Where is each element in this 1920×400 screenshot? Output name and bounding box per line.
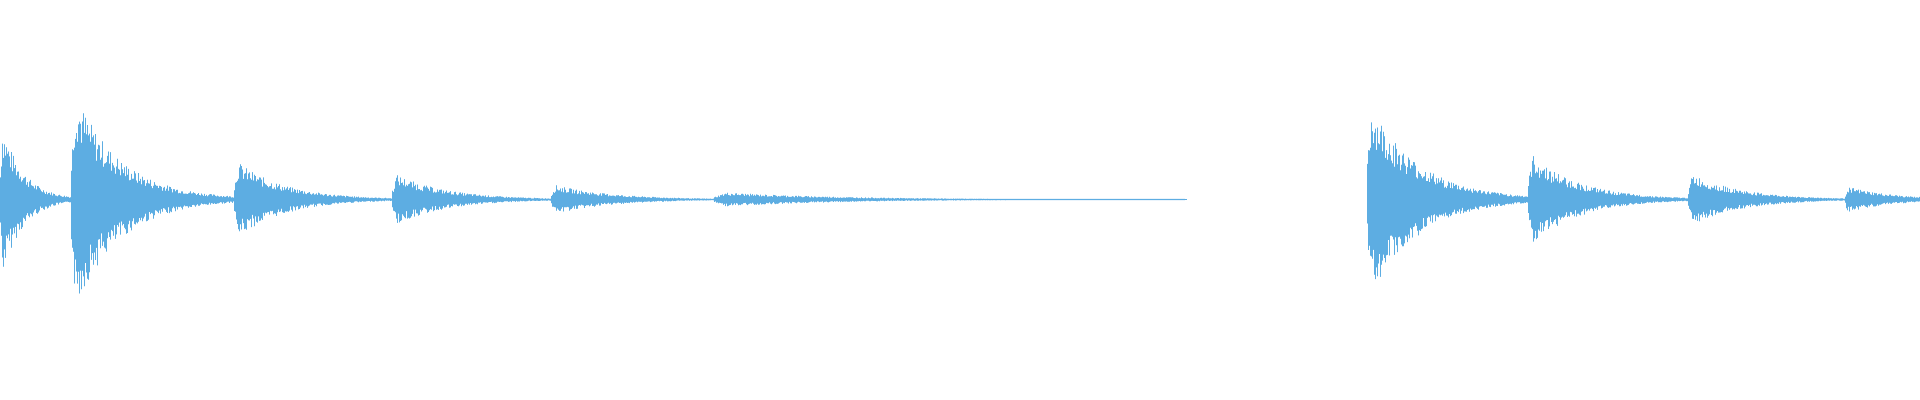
waveform-peaks [0,113,1920,294]
waveform-peak-path [0,113,1920,294]
